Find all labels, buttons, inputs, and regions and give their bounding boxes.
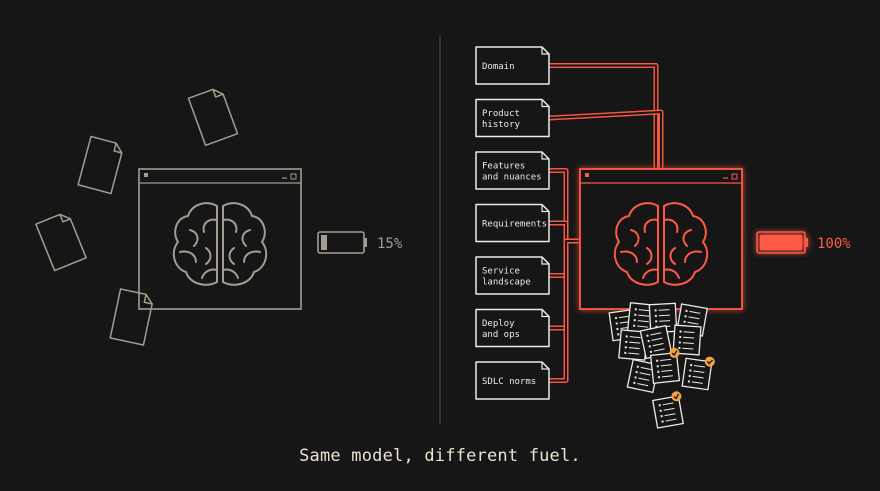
document-icon (109, 288, 153, 346)
right-battery-label: 100% (817, 236, 851, 252)
checklist-sheet-icon (618, 329, 648, 361)
context-doc-label: landscape (482, 278, 531, 288)
context-doc-label: Domain (482, 62, 515, 72)
window-dot-icon (585, 173, 589, 177)
context-doc-label: history (482, 120, 521, 130)
checklist-sheet-icon (681, 356, 715, 391)
context-doc-label: Features (482, 162, 525, 172)
left-panel: 15% (35, 88, 403, 346)
context-doc-label: and ops (482, 330, 520, 340)
brain-icon (172, 202, 268, 286)
context-doc-label: Product (482, 109, 520, 119)
checklist-sheet-icon (639, 324, 673, 360)
context-doc-label: Service (482, 267, 520, 277)
context-doc-sdlc-norms: SDLC norms (475, 361, 550, 400)
maximize-icon (731, 173, 738, 180)
check-badge-icon (671, 391, 682, 402)
checklist-sheet-icon (649, 347, 681, 384)
document-icon (187, 88, 239, 147)
context-doc-label: Deploy (482, 319, 515, 329)
right-model-window (579, 168, 743, 310)
context-doc-domain: Domain (475, 46, 550, 85)
caption: Same model, different fuel. (299, 446, 581, 466)
check-badge-icon (704, 356, 715, 367)
context-doc-label: and nuances (482, 173, 542, 183)
output-checklists (608, 302, 715, 429)
window-dot-icon (144, 173, 148, 177)
left-battery-icon (317, 231, 367, 254)
left-model-window (138, 168, 302, 310)
scattered-documents (35, 88, 239, 346)
checklist-sheet-icon (672, 324, 702, 356)
document-icon (35, 213, 87, 272)
document-icon (77, 135, 123, 195)
checklist-sheet-icon (652, 391, 684, 429)
context-pipes (546, 63, 664, 383)
context-doc-label: SDLC norms (482, 377, 536, 387)
check-badge-icon (669, 347, 680, 358)
context-doc-label: Requirements (482, 220, 547, 230)
left-battery-label: 15% (377, 236, 403, 252)
context-doc-requirements: Requirements (475, 203, 550, 243)
maximize-icon (290, 173, 297, 180)
right-battery-icon (756, 231, 808, 254)
